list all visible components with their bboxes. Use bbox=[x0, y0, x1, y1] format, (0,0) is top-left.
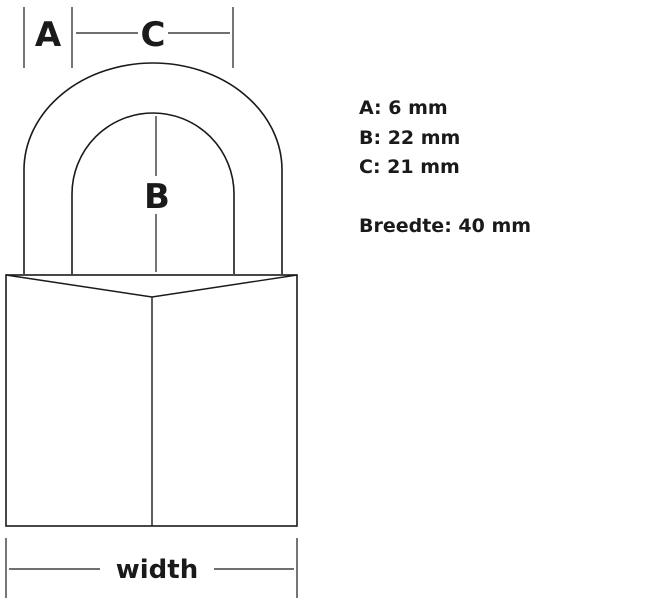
spec-width: Breedte: 40 mm bbox=[359, 215, 532, 237]
dimension-c-label: C bbox=[141, 15, 166, 55]
dimension-b-label: B bbox=[144, 177, 170, 217]
shackle-inner-outline bbox=[71, 112, 235, 274]
dimension-width-label: width bbox=[116, 555, 198, 585]
dimension-a-label: A bbox=[35, 15, 62, 55]
spec-b: B: 22 mm bbox=[359, 126, 461, 149]
spec-spacer bbox=[359, 183, 531, 213]
spec-c: C: 21 mm bbox=[359, 156, 460, 178]
shackle-outer-outline bbox=[23, 62, 283, 274]
spec-a: A: 6 mm bbox=[359, 97, 448, 119]
specifications-list: A: 6 mm B: 22 mm C: 21 mm Breedte: 40 mm bbox=[359, 94, 531, 242]
lock-body-top-chevron bbox=[5, 274, 298, 298]
